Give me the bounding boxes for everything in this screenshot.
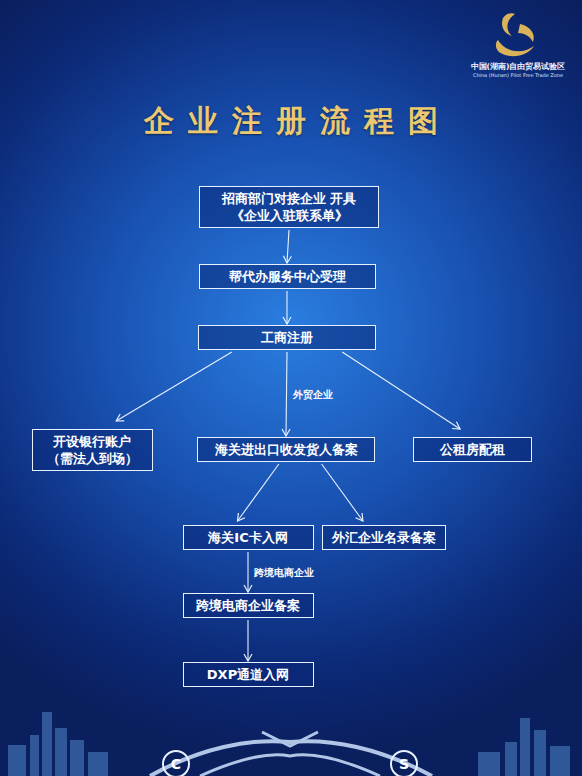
box-text: 公租房配租 [440,441,505,458]
process-box: 跨境电商企业备案 [183,593,314,618]
process-box: 招商部门对接企业 开具《企业入驻联系单》 [199,186,379,228]
box-text: 跨境电商企业备案 [196,597,300,614]
box-text: DXP通道入网 [207,666,289,683]
flow-arrow [342,352,460,429]
box-text: 帮代办服务中心受理 [229,268,346,285]
box-text: 海关IC卡入网 [208,529,287,546]
process-box: 工商注册 [198,325,376,350]
label-text: C [171,756,181,772]
edge-label: 跨境电商企业 [252,565,316,580]
label-text: 中国(湖南)自由贸易试验区 [471,62,566,72]
flow-arrow [286,291,287,324]
process-box: 海关IC卡入网 [183,525,314,550]
label-text: China (Hunan) Pilot Free Trade Zone [473,72,563,79]
box-text: 外汇企业名录备案 [332,529,436,546]
process-box: 海关进出口收发货人备案 [197,437,375,462]
edge-label: 外贸企业 [291,387,335,402]
wing-emblem [150,732,432,776]
emblem-ring [163,751,189,776]
box-text: 招商部门对接企业 开具《企业入驻联系单》 [208,190,370,224]
process-box: 开设银行账户 （需法人到场） [32,429,153,471]
skyline [8,712,570,776]
box-text: 工商注册 [261,329,313,346]
process-box: 公租房配租 [413,437,532,462]
flow-arrow [287,230,289,263]
flow-arrow [247,620,248,661]
process-box: 外汇企业名录备案 [322,525,446,550]
box-text: 开设银行账户 （需法人到场） [41,433,144,467]
diagram-title: 企业注册流程图 [0,101,582,141]
process-box: 帮代办服务中心受理 [199,264,376,289]
label-text: S [399,756,409,772]
flow-arrow [247,552,248,592]
flow-arrow [322,464,363,521]
logo-mark [496,13,534,56]
flow-arrow [116,352,232,421]
flow-arrow [238,464,279,521]
emblem-ring [391,751,417,776]
box-text: 海关进出口收发货人备案 [215,441,358,458]
flow-arrow [286,352,287,436]
process-box: DXP通道入网 [183,662,314,687]
